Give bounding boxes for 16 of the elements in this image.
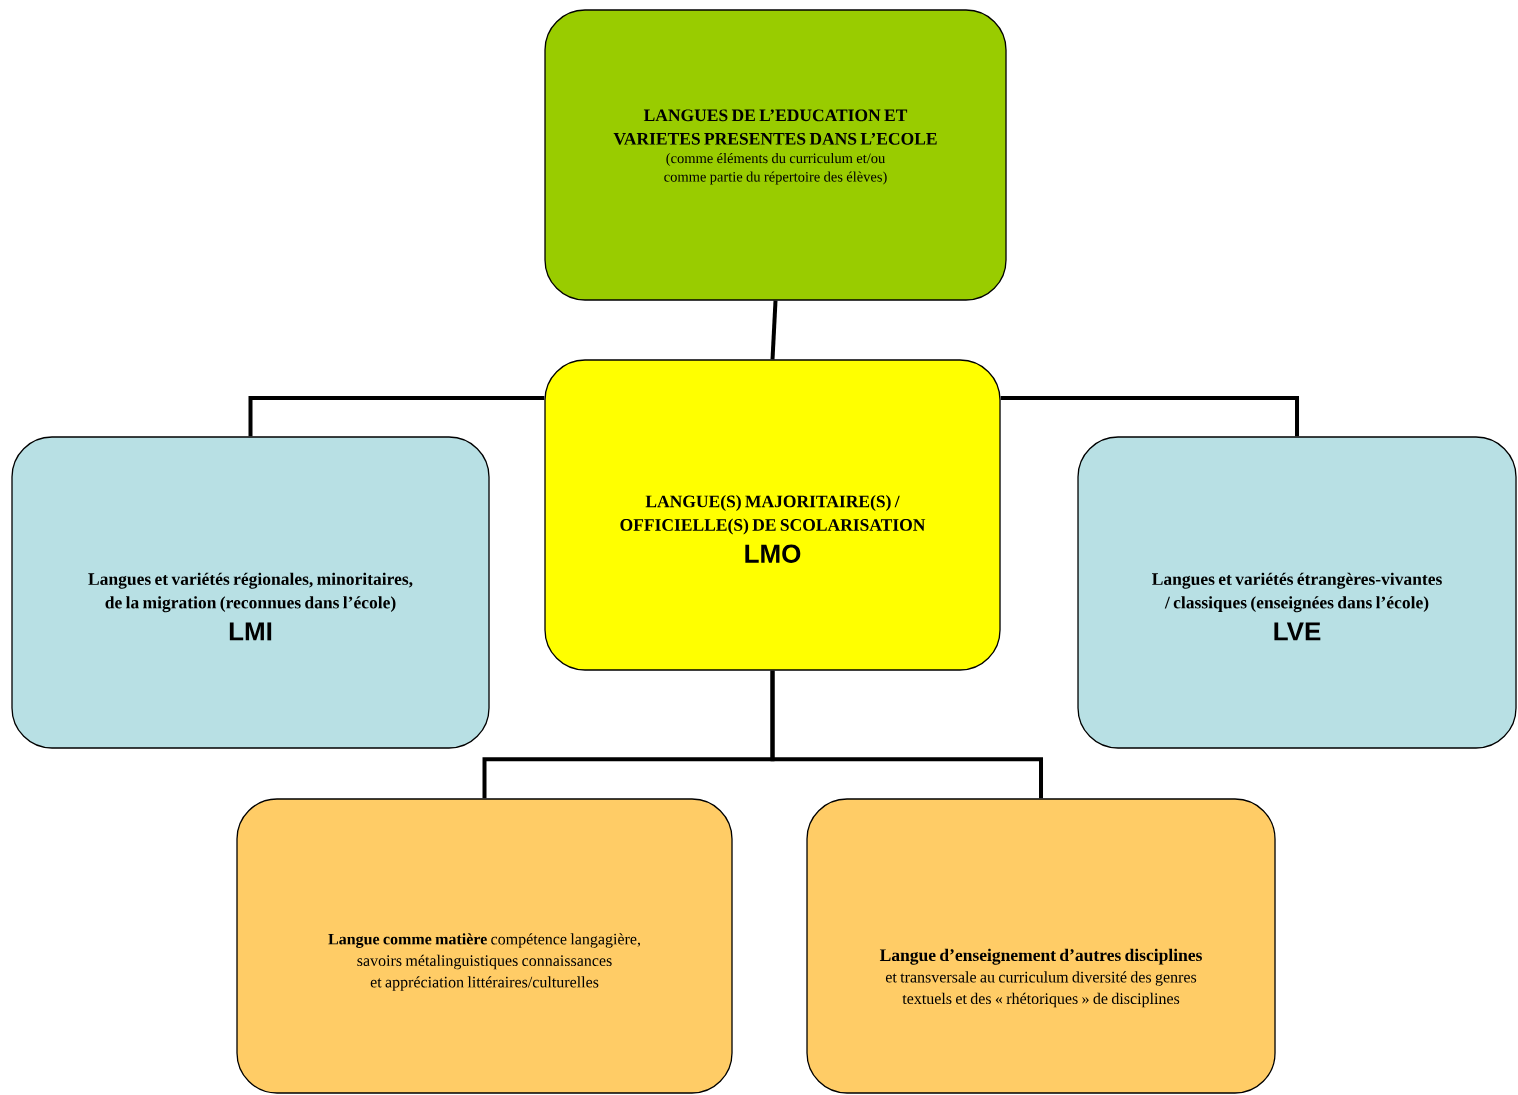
rounded-box [1077, 436, 1517, 749]
rounded-box [236, 798, 733, 1094]
box-text: Langue d’enseignement d’autres disciplines et transversale au curriculum diversité des genres textuels et des « rhétoriques » de disciplines [879, 948, 1202, 1008]
connector-line [1000, 396, 1299, 437]
box-text: LANGUE(S) MAJORITAIRE(S) / OFFICIELLE(S) DE SCOLARISATION LMO [620, 495, 926, 563]
rounded-box [806, 798, 1276, 1094]
box-text: Langues et variétés étrangères-vivantes / classiques (enseignées dans l’école) LVE [1152, 572, 1442, 641]
rounded-box [544, 359, 1001, 671]
rounded-box [544, 9, 1007, 301]
box-text: Langues et variétés régionales, minoritaires, de la migration (reconnues dans l’école) LMI [88, 572, 413, 641]
rounded-box [11, 436, 490, 749]
box-text: LANGUES DE L’EDUCATION ET VARIETES PRESENTES DANS L’ECOLE (comme éléments du curriculum et/ou comme partie du répertoire des élèves) [613, 109, 937, 185]
connector-line [248, 396, 545, 437]
box-text: Langue comme matière compétence langagière, savoirs métalinguistiques connaissances et appréciation littéraires/culturelles [328, 933, 640, 991]
connector-line [770, 670, 1043, 799]
connector-line [770, 300, 778, 360]
